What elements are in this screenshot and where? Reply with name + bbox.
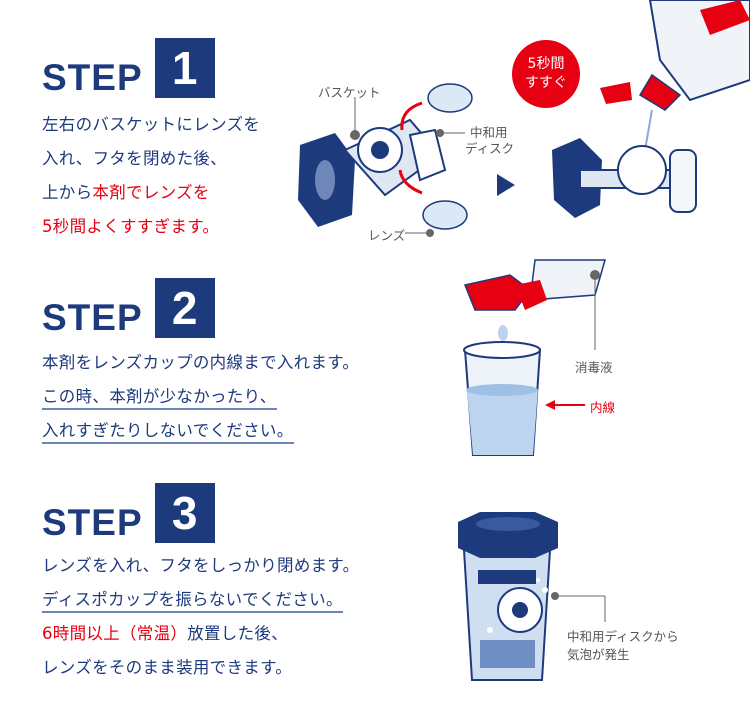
step-number: 1	[154, 38, 215, 98]
step-number: 2	[154, 278, 215, 338]
underlined-text: 入れすぎたりしないでください。	[42, 421, 294, 444]
bubbles-label-2: 気泡が発生	[567, 647, 630, 662]
highlight-text: 5秒間よくすすぎます。	[42, 217, 220, 236]
step-2-line-1: 本剤をレンズカップの内線まで入れます。	[42, 346, 359, 380]
step-3-line-2: ディスポカップを振らないでください。	[42, 583, 359, 617]
solution-label: 消毒液	[575, 360, 613, 375]
step-1-line-3: 上から本剤でレンズを	[42, 176, 260, 210]
highlight-text: 本剤でレンズを	[92, 183, 210, 202]
step-1-line-1: 左右のバスケットにレンズを	[42, 108, 260, 142]
step-3-line-3: 6時間以上（常温）放置した後、	[42, 617, 359, 651]
text: 放置した後、	[187, 624, 289, 643]
text: レンズをそのまま装用できます。	[42, 658, 293, 677]
step-number: 3	[154, 483, 215, 543]
step-3-line-1: レンズを入れ、フタをしっかり閉めます。	[42, 549, 359, 583]
basket-label: バスケット	[318, 85, 381, 100]
disc-label-1: 中和用	[470, 125, 508, 140]
underlined-text: ディスポカップを振らないでください。	[42, 590, 343, 613]
text: 入れ、フタを閉めた後、	[42, 149, 227, 168]
text: 左右のバスケットにレンズを	[42, 115, 261, 134]
step-2-heading: STEP 2	[42, 276, 359, 338]
rinse-illustration	[552, 0, 750, 218]
disc-label-2: ディスク	[465, 141, 515, 156]
cup-fill-illustration	[463, 259, 606, 456]
arrow-right-icon	[497, 174, 515, 196]
step-1-heading: STEP 1	[42, 36, 260, 98]
closed-cup-illustration	[458, 512, 606, 681]
lens-label: レンズ	[368, 228, 406, 243]
highlight-text: 6時間以上（常温）	[42, 624, 188, 643]
underlined-text: この時、本剤が少なかったり、	[42, 387, 277, 410]
step-word: STEP	[42, 57, 143, 98]
step-1-line-2: 入れ、フタを閉めた後、	[42, 142, 260, 176]
text: 本剤をレンズカップの内線まで入れます。	[42, 353, 360, 372]
step-word: STEP	[42, 297, 143, 338]
step-2-line-2: この時、本剤が少なかったり、	[42, 380, 359, 414]
rinse-badge: 5秒間 すすぐ	[512, 40, 580, 108]
case-open-illustration	[298, 83, 473, 237]
step-3: STEP 3 レンズを入れ、フタをしっかり閉めます。 ディスポカップを振らないで…	[42, 481, 359, 685]
inner-line-label: 内線	[590, 400, 616, 415]
step-3-heading: STEP 3	[42, 481, 359, 543]
text: レンズを入れ、フタをしっかり閉めます。	[42, 556, 360, 575]
step-word: STEP	[42, 502, 143, 543]
step-1-line-4: 5秒間よくすすぎます。	[42, 210, 260, 244]
bubbles-label-1: 中和用ディスクから	[567, 629, 679, 644]
text: 上から	[42, 183, 93, 202]
rinse-badge-line-2: すすぐ	[525, 75, 567, 91]
step-1: STEP 1 左右のバスケットにレンズを 入れ、フタを閉めた後、 上から本剤でレ…	[42, 36, 260, 244]
rinse-badge-line-1: 5秒間	[527, 56, 565, 72]
step-2-line-3: 入れすぎたりしないでください。	[42, 414, 359, 448]
step-2: STEP 2 本剤をレンズカップの内線まで入れます。 この時、本剤が少なかったり…	[42, 276, 359, 448]
step-3-line-4: レンズをそのまま装用できます。	[42, 651, 359, 685]
